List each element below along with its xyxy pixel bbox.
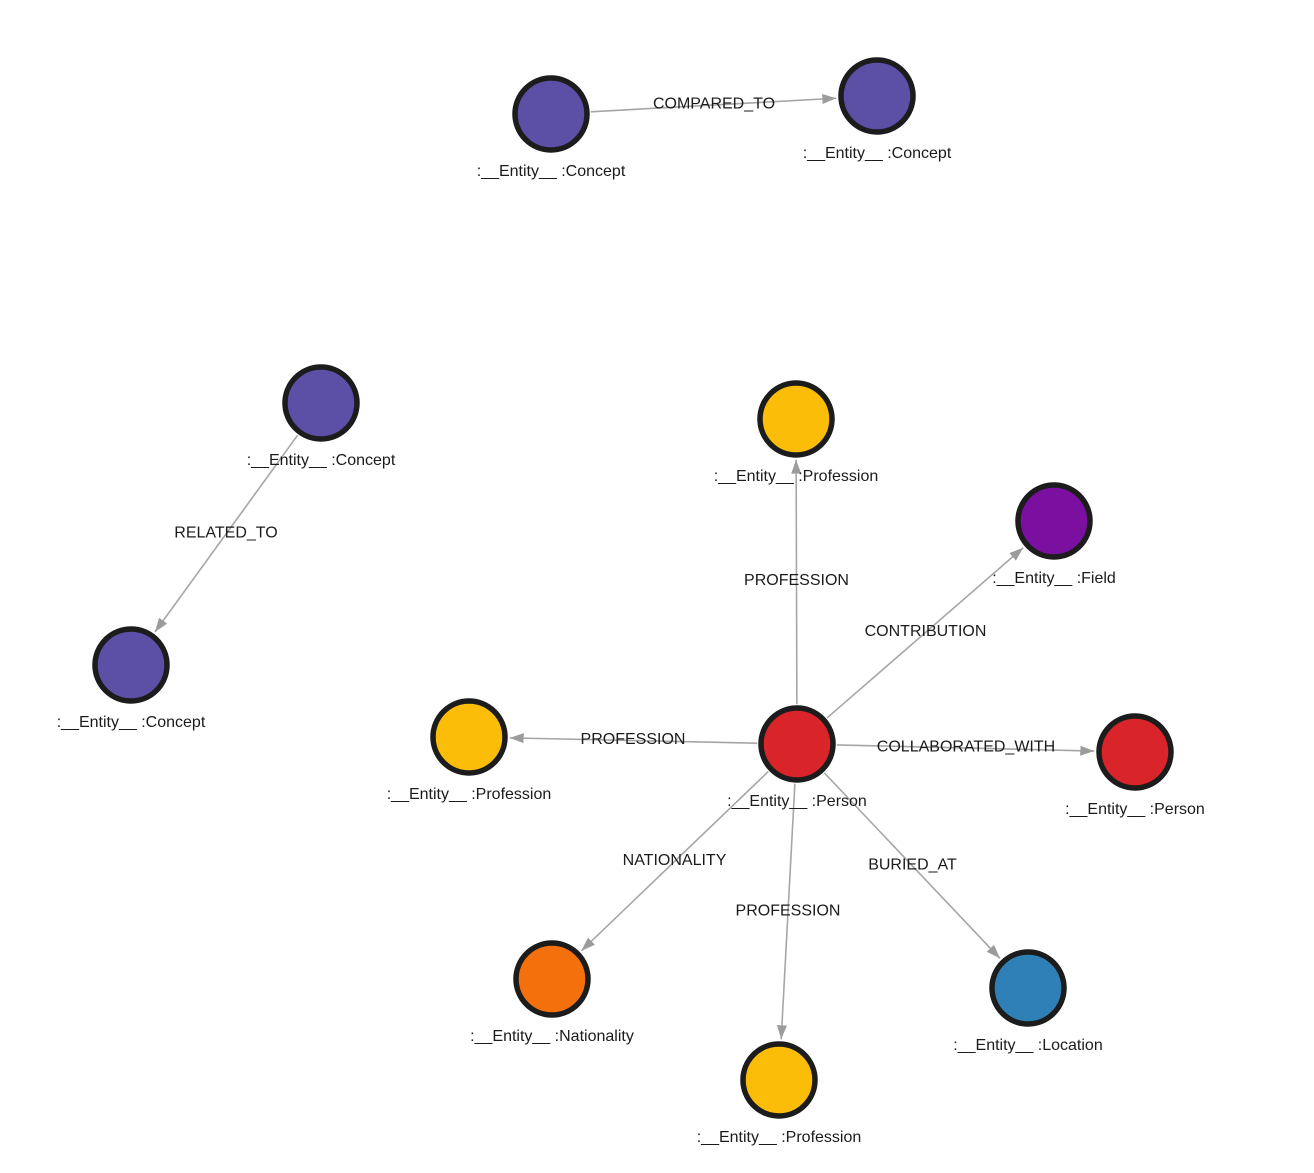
edge-line-related_to[interactable] (154, 434, 299, 633)
node-caption: :__Entity__ :Profession (714, 468, 879, 485)
edge-line-contribution[interactable] (826, 547, 1024, 719)
edges-layer (154, 94, 1095, 1040)
node-circle-nationality[interactable] (513, 940, 591, 1018)
edge-line-profession[interactable] (791, 459, 802, 705)
node-circle-field[interactable] (1015, 482, 1093, 560)
node-captions-layer: :__Entity__ :Concept :__Entity__ :Concept… (57, 145, 1205, 1146)
node-circle-profession[interactable] (740, 1041, 818, 1119)
node-caption: :__Entity__ :Profession (387, 786, 552, 803)
edge-label[interactable]: COMPARED_TO (653, 96, 775, 113)
edge-label[interactable]: PROFESSION (736, 903, 841, 920)
edge-line-profession[interactable] (509, 733, 758, 744)
edge-label[interactable]: PROFESSION (581, 731, 686, 748)
node-circle-concept[interactable] (838, 57, 916, 135)
node-circle-person[interactable] (758, 705, 836, 783)
node-caption: :__Entity__ :Nationality (470, 1028, 634, 1045)
node-circle-concept[interactable] (92, 626, 170, 704)
edge-label[interactable]: NATIONALITY (623, 852, 727, 869)
edge-label[interactable]: PROFESSION (744, 572, 849, 589)
edge-line-profession[interactable] (776, 783, 796, 1040)
edge-label[interactable]: BURIED_AT (868, 857, 957, 874)
node-circle-location[interactable] (989, 949, 1067, 1027)
edge-line-collaborated_with[interactable] (836, 744, 1095, 756)
edge-label[interactable]: COLLABORATED_WITH (877, 739, 1055, 756)
node-circle-profession[interactable] (430, 698, 508, 776)
edge-label[interactable]: CONTRIBUTION (865, 623, 987, 640)
node-caption: :__Entity__ :Profession (697, 1129, 862, 1146)
node-caption: :__Entity__ :Location (953, 1037, 1102, 1054)
node-circle-concept[interactable] (512, 75, 590, 153)
node-caption: :__Entity__ :Concept (247, 452, 396, 469)
node-circle-person[interactable] (1096, 713, 1174, 791)
edge-labels-layer: COMPARED_TO RELATED_TO PROFESSION CONTRIBUT… (174, 96, 1055, 920)
edge-label[interactable]: RELATED_TO (174, 525, 277, 542)
node-caption: :__Entity__ :Person (727, 793, 867, 810)
edge-line-buried_at[interactable] (823, 772, 1001, 959)
node-caption: :__Entity__ :Concept (477, 163, 626, 180)
edge-line-compared_to[interactable] (590, 94, 837, 113)
node-circle-profession[interactable] (757, 380, 835, 458)
node-caption: :__Entity__ :Person (1065, 801, 1205, 818)
node-caption: :__Entity__ :Concept (57, 714, 206, 731)
node-circle-concept[interactable] (282, 364, 360, 442)
nodes-layer (92, 57, 1174, 1119)
node-caption: :__Entity__ :Field (992, 570, 1116, 587)
node-caption: :__Entity__ :Concept (803, 145, 952, 162)
edge-line-nationality[interactable] (580, 770, 769, 952)
